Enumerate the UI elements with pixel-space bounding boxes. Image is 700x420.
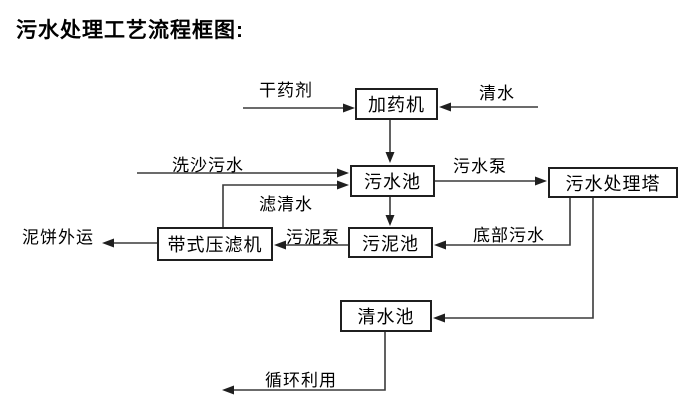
label-sand-washing-sewage: 洗沙污水 (172, 156, 244, 175)
edge-sewage-pool-to-sludge-pool (385, 197, 395, 226)
node-label: 污水池 (364, 172, 421, 192)
label-filtered-water: 滤清水 (259, 195, 313, 214)
arrowhead-left-icon (439, 102, 451, 112)
arrowhead-down-icon (385, 152, 395, 163)
label-sludge-pump: 污泥泵 (286, 228, 340, 247)
node-label: 加药机 (368, 95, 425, 115)
edge-press-to-mud-cake-out (102, 238, 157, 248)
node-label: 清水池 (357, 307, 415, 327)
arrowhead-left-icon (433, 313, 445, 323)
node-label: 带式压滤机 (167, 235, 263, 255)
label-mud-cake-out: 泥饼外运 (22, 228, 94, 247)
edge-tower-to-clean-water-pool (433, 198, 594, 323)
edge-sewage-pump-to-tower (435, 176, 547, 186)
edge-sludge-pump-to-press (274, 240, 348, 250)
node-belt-filter-press: 带式压滤机 (157, 227, 273, 261)
label-recycling: 循环利用 (265, 371, 337, 390)
edge-filtered-water-press-to-sewage-pool (222, 180, 349, 227)
edge-sand-washing-to-sewage-pool (137, 168, 349, 178)
label-clean-water: 清水 (479, 84, 515, 103)
node-dosing-machine: 加药机 (355, 88, 438, 120)
label-sewage-pump: 污水泵 (453, 157, 507, 176)
edge-dry-agent-to-dosing (243, 103, 355, 113)
label-bottom-sewage: 底部污水 (473, 226, 545, 245)
edge-clean-water-to-dosing (439, 102, 538, 112)
arrowhead-left-icon (434, 240, 446, 250)
node-label: 污泥池 (362, 233, 419, 254)
edge-clean-water-pool-to-recycling (222, 332, 386, 395)
arrowhead-right-icon (337, 180, 349, 190)
arrowhead-right-icon (337, 168, 349, 178)
arrowhead-left-icon (102, 238, 114, 248)
node-label: 污水处理塔 (565, 173, 661, 194)
edge-bottom-sewage-tower-to-sludge-pool (434, 198, 571, 250)
arrowhead-left-icon (274, 240, 286, 250)
node-sewage-pool: 污水池 (350, 165, 435, 197)
label-dry-agent: 干药剂 (259, 81, 313, 100)
edge-dosing-to-sewage-pool (385, 120, 395, 163)
page-title: 污水处理工艺流程框图: (16, 19, 244, 42)
arrowhead-down-icon (385, 215, 395, 226)
node-clean-water-pool: 清水池 (340, 300, 432, 332)
arrowhead-right-icon (535, 176, 547, 186)
arrowhead-left-icon (222, 385, 234, 395)
node-sludge-pool: 污泥池 (348, 227, 433, 258)
node-sewage-treatment-tower: 污水处理塔 (548, 167, 678, 198)
arrowhead-right-icon (343, 103, 355, 113)
